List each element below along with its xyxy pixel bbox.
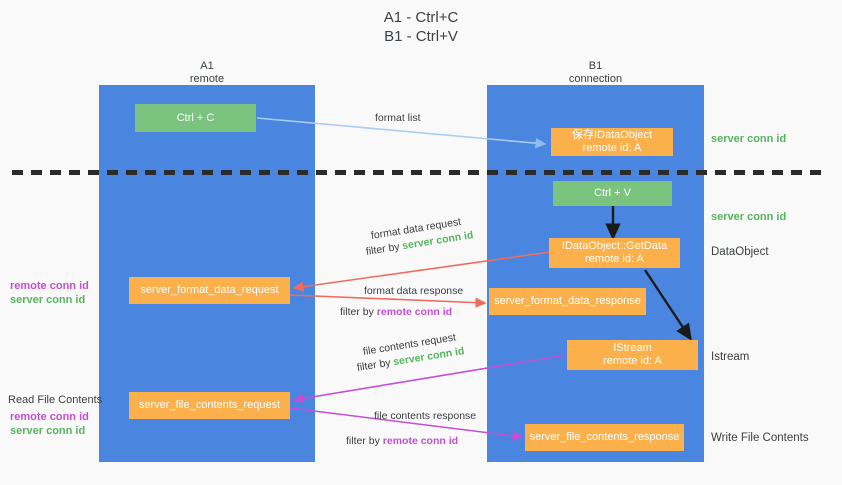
node-idataobject-getdata-line2: remote id: A: [585, 253, 644, 265]
annotation-server-conn-id-left-bottom: server conn id: [10, 425, 86, 437]
lane-a1-name: A1: [200, 60, 214, 72]
annotation-remote-conn-id-bottom: remote conn id: [10, 411, 89, 423]
lane-b1-name: B1: [588, 60, 603, 72]
node-istream-line1: IStream: [613, 342, 652, 354]
edge-fmt-resp-prefix: filter by: [340, 306, 377, 318]
node-server-file-contents-response[interactable]: server_file_contents_response: [525, 424, 684, 451]
node-save-idataobject-line2: remote id: A: [582, 142, 642, 154]
node-server-file-contents-response-label: server_file_contents_response: [529, 431, 680, 443]
annotation-istream: Istream: [711, 351, 750, 363]
node-ctrl-c[interactable]: Ctrl + C: [135, 104, 256, 132]
node-idataobject-getdata[interactable]: IDataObject::GetData remote id: A: [549, 238, 680, 268]
node-ctrl-c-label: Ctrl + C: [176, 111, 215, 124]
annotation-server-conn-id-left-top: server conn id: [10, 294, 86, 306]
node-save-idataobject-line1: 保存IDataObject: [571, 129, 653, 141]
edge-file-resp-prefix: filter by: [346, 435, 383, 447]
edge-fmt-resp-key: remote conn id: [376, 306, 453, 318]
annotation-server-conn-id-mid: server conn id: [711, 211, 787, 223]
lane-a1-sub: remote: [189, 73, 225, 85]
edge-label-format-data-response-line1: format data response: [364, 285, 464, 297]
section-divider: [12, 170, 826, 175]
lane-header-b1: B1 connection: [487, 60, 704, 86]
title-line-2: B1 - Ctrl+V: [384, 28, 458, 45]
edge-label-file-contents-response-line1: file contents response: [374, 410, 477, 422]
page-title: A1 - Ctrl+C B1 - Ctrl+V: [0, 8, 842, 46]
node-server-file-contents-request[interactable]: server_file_contents_request: [129, 392, 290, 419]
annotation-write-file-contents: Write File Contents: [711, 432, 809, 444]
annotation-dataobject: DataObject: [711, 246, 769, 258]
annotation-read-file-contents: Read File Contents: [8, 394, 103, 406]
node-ctrl-v[interactable]: Ctrl + V: [553, 181, 672, 206]
edge-label-file-contents-response-line2: filter by remote conn id: [346, 434, 458, 448]
annotation-server-conn-id-top: server conn id: [711, 133, 787, 145]
node-server-format-data-request-label: server_format_data_request: [140, 284, 279, 296]
node-server-format-data-request[interactable]: server_format_data_request: [129, 277, 290, 304]
node-idataobject-getdata-line1: IDataObject::GetData: [561, 240, 668, 252]
title-line-1: A1 - Ctrl+C: [383, 9, 459, 26]
edge-file-req-prefix: filter by: [356, 356, 395, 374]
edge-label-format-data-response-line2: filter by remote conn id: [340, 305, 452, 319]
node-ctrl-v-label: Ctrl + V: [594, 187, 631, 199]
lane-header-a1: A1 remote: [99, 60, 315, 86]
node-save-idataobject[interactable]: 保存IDataObject remote id: A: [551, 128, 673, 156]
node-server-format-data-response[interactable]: server_format_data_response: [489, 288, 646, 315]
node-istream[interactable]: IStream remote id: A: [567, 340, 698, 370]
node-server-file-contents-request-label: server_file_contents_request: [138, 399, 281, 411]
annotation-remote-conn-id-top: remote conn id: [10, 280, 89, 292]
edge-file-resp-key: remote conn id: [382, 435, 459, 447]
edge-fmt-req-prefix: filter by: [365, 240, 404, 258]
node-server-format-data-response-label: server_format_data_response: [494, 295, 641, 307]
node-istream-line2: remote id: A: [603, 355, 662, 367]
edge-label-format-list: format list: [375, 112, 421, 124]
lane-b1-sub: connection: [568, 73, 623, 85]
